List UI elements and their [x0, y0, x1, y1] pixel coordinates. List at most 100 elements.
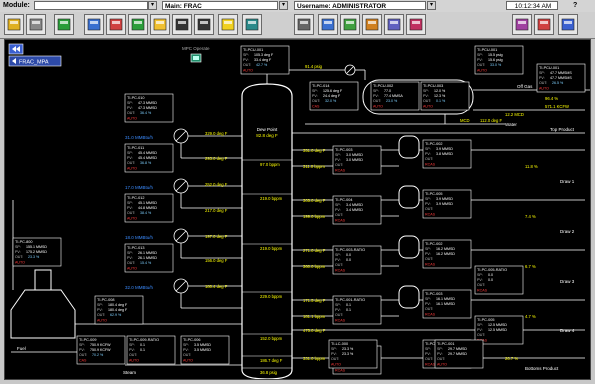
print-icon[interactable]: [26, 14, 46, 35]
side-stripper-3[interactable]: [398, 235, 420, 259]
pumparound-exchanger-2-icon[interactable]: [173, 178, 189, 194]
stream-top-product: Top Product: [550, 127, 575, 132]
main-select[interactable]: Main: FRAC: [162, 1, 278, 10]
back-icon[interactable]: [172, 14, 192, 35]
controller-mode: AUTO: [127, 167, 137, 171]
controller-pv-label: PV:: [425, 352, 431, 356]
side-stripper-4[interactable]: [398, 285, 420, 309]
controller-sp-value: 0.1: [346, 303, 351, 307]
stop-icon[interactable]: [194, 14, 214, 35]
line-value-readout: MCD: [460, 118, 470, 123]
module-select[interactable]: [34, 1, 148, 10]
controller-out-label: OUT:: [331, 357, 339, 361]
feed-furnace[interactable]: [10, 269, 76, 339]
chart-icon[interactable]: [362, 14, 382, 35]
side-stripper-2[interactable]: [398, 185, 420, 209]
nav-back-button[interactable]: [8, 43, 24, 55]
controller-mode: AUTO: [127, 117, 137, 121]
controller-sp-value: 29.7 MMSD: [448, 347, 467, 351]
palette-icon[interactable]: [512, 14, 532, 35]
help-book-icon[interactable]: [558, 14, 578, 35]
controller-out-label: OUT:: [423, 99, 431, 103]
controller-pv-label: PV:: [127, 256, 133, 260]
side-stripper-1[interactable]: [398, 135, 420, 159]
report-icon[interactable]: [84, 14, 104, 35]
trend-icon[interactable]: [128, 14, 148, 35]
controller-sp-label: SP:: [79, 343, 85, 347]
bell-icon[interactable]: [218, 14, 238, 35]
display-icon[interactable]: [242, 14, 262, 35]
stream-fuel: Fuel: [17, 346, 26, 351]
line-value-readout: 7.4 %: [525, 214, 536, 219]
line-value-readout: 311.0 bppm: [303, 164, 325, 169]
controller-sp-label: SP:: [425, 147, 431, 151]
pumparound-exchanger-1-icon[interactable]: [173, 128, 189, 144]
login-icon[interactable]: [4, 14, 24, 35]
graph-icon[interactable]: [340, 14, 360, 35]
tools-icon[interactable]: [406, 14, 426, 35]
stream-draw1: Draw 1: [560, 179, 575, 184]
lock-icon[interactable]: [294, 14, 314, 35]
nav-home-button[interactable]: FRAC_MPA: [8, 55, 62, 67]
controller-tag: TI-PC-013: [127, 246, 145, 250]
monitor-icon[interactable]: [54, 14, 74, 35]
controller-tag: TI-PC-005-RATIO: [477, 268, 507, 272]
overhead-accumulator[interactable]: [362, 79, 474, 115]
stream-draw2: Draw 2: [560, 229, 575, 234]
mpc-operate-button[interactable]: [190, 53, 202, 63]
alarm-list-icon[interactable]: [106, 14, 126, 35]
network-icon[interactable]: [318, 14, 338, 35]
pumparound-exchanger-4-icon[interactable]: [173, 278, 189, 294]
controller-mode: AUTO: [539, 87, 549, 91]
controller-out-label: OUT:: [477, 63, 485, 67]
controller-tag: TI-PC-008: [97, 298, 115, 302]
help-icon[interactable]: ?: [573, 2, 578, 9]
controller-mode: AUTO: [243, 69, 253, 73]
username-field[interactable]: Username: ADMINISTRATOR: [294, 1, 426, 10]
controller-pv-value: 24.4 deg F: [323, 94, 341, 98]
controller-sp-label: SP:: [129, 343, 135, 347]
settings-icon[interactable]: [384, 14, 404, 35]
line-value-readout: 112.0 deg F: [480, 118, 502, 123]
main-dropdown-arrow[interactable]: ▾: [279, 1, 288, 10]
pumparound-exchanger-3-icon[interactable]: [173, 228, 189, 244]
controller-sp-label: SP:: [335, 153, 341, 157]
zoom-icon[interactable]: [534, 14, 554, 35]
folder-icon[interactable]: [150, 14, 170, 35]
controller-sp-label: SP:: [423, 89, 429, 93]
username-dropdown-arrow[interactable]: ▾: [427, 1, 436, 10]
exchanger-duty: 32.0 MMBtu/h: [125, 285, 154, 290]
fractionation-column[interactable]: [241, 83, 293, 380]
module-dropdown-arrow[interactable]: ▾: [148, 1, 157, 10]
controller-pv-value: 0.1: [346, 308, 351, 312]
controller-sp-value: 26.1 MMSD: [138, 251, 157, 255]
controller-pv-label: PV:: [15, 250, 21, 254]
